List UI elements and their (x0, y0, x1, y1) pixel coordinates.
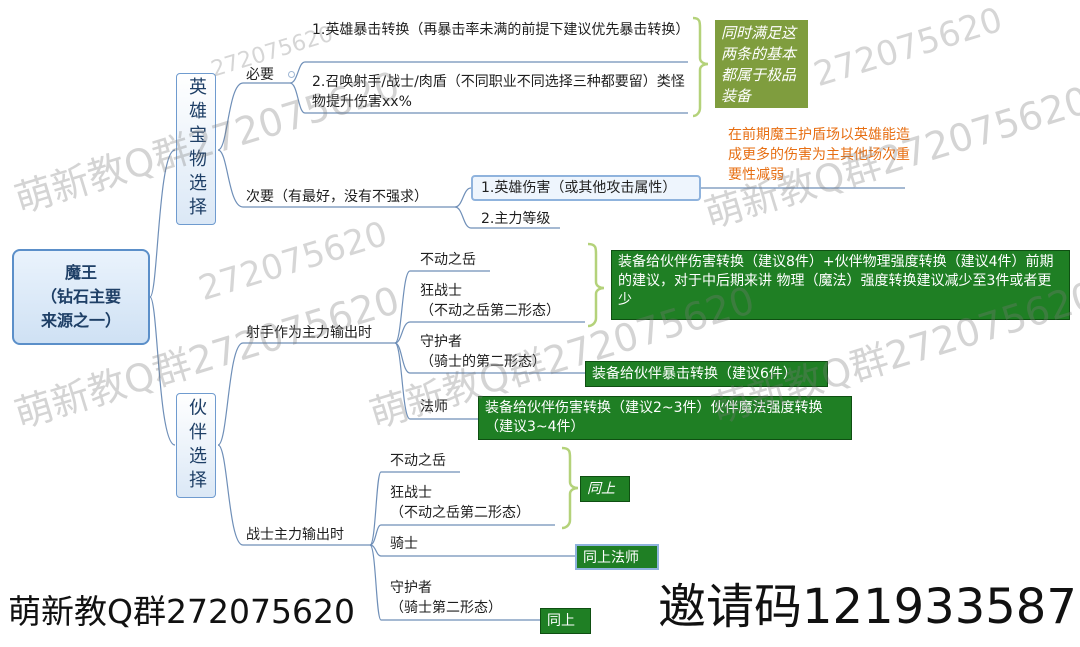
warrior-item-guardian[interactable]: 守护者 （骑士第二形态） (390, 580, 502, 616)
warrior-item-immovable[interactable]: 不动之岳 (390, 453, 446, 469)
hero-required-note: 同时满足这两条的基本都属于极品装备 (715, 20, 808, 108)
warrior-item-knight[interactable]: 骑士 (390, 536, 418, 552)
hero-secondary-note: 在前期魔王护盾场以英雄能造成更多的伤害为主其他场次重要性减弱 (728, 127, 910, 183)
archer-item-mage[interactable]: 法师 (420, 399, 448, 415)
collapse-toggle[interactable] (288, 71, 295, 78)
partner-warrior-label[interactable]: 战士主力输出时 (246, 527, 344, 543)
hero-required-item-1[interactable]: 1.英雄暴击转换（再暴击率未满的前提下建议优先暴击转换） (312, 22, 690, 38)
archer-guardian-note: 装备给伙伴暴击转换（建议6件） (585, 361, 828, 387)
branch-hero-label: 英雄宝物选择 (186, 77, 207, 221)
branch-partner-label: 伙伴选择 (186, 397, 207, 494)
archer-item-berserker[interactable]: 狂战士 （不动之岳第二形态） (420, 283, 560, 319)
hero-required-label[interactable]: 必要 (246, 67, 274, 83)
archer-item-guardian[interactable]: 守护者 （骑士的第二形态） (420, 334, 546, 370)
footer-qq-group: 萌新教Q群272075620 (8, 592, 355, 631)
branch-hero-treasure[interactable]: 英雄宝物选择 (176, 73, 216, 225)
hero-secondary-item-2[interactable]: 2.主力等级 (481, 211, 551, 227)
hero-secondary-item-1-text: 1.英雄伤害（或其他攻击属性） (481, 180, 677, 196)
root-node[interactable]: 魔王 （钻石主要 来源之一） (12, 249, 150, 345)
partner-archer-label[interactable]: 射手作为主力输出时 (246, 325, 372, 341)
root-label: 魔王 （钻石主要 来源之一） (40, 263, 121, 330)
archer-mage-note: 装备给伙伴伤害转换（建议2~3件）伙伴魔法强度转换（建议3~4件） (478, 396, 852, 440)
footer-invite-code: 邀请码121933587 (658, 579, 1077, 635)
hero-required-item-2[interactable]: 2.召唤射手/战士/肉盾（不同职业不同选择三种都要留）类怪物提升伤害xx% (312, 74, 685, 110)
archer-item-immovable[interactable]: 不动之岳 (420, 252, 476, 268)
hero-secondary-label[interactable]: 次要（有最好，没有不强求） (246, 189, 428, 205)
archer-group-note: 装备给伙伴伤害转换（建议8件）+伙伴物理强度转换（建议4件）前期的建议，对于中后… (611, 250, 1070, 320)
warrior-group-note: 同上 (580, 476, 630, 502)
hero-secondary-item-1[interactable]: 1.英雄伤害（或其他攻击属性） (471, 175, 701, 201)
warrior-item-berserker[interactable]: 狂战士 （不动之岳第二形态） (390, 485, 530, 521)
warrior-guardian-note: 同上 (540, 608, 591, 634)
warrior-knight-note: 同上法师 (575, 544, 659, 570)
branch-partner[interactable]: 伙伴选择 (176, 393, 216, 498)
